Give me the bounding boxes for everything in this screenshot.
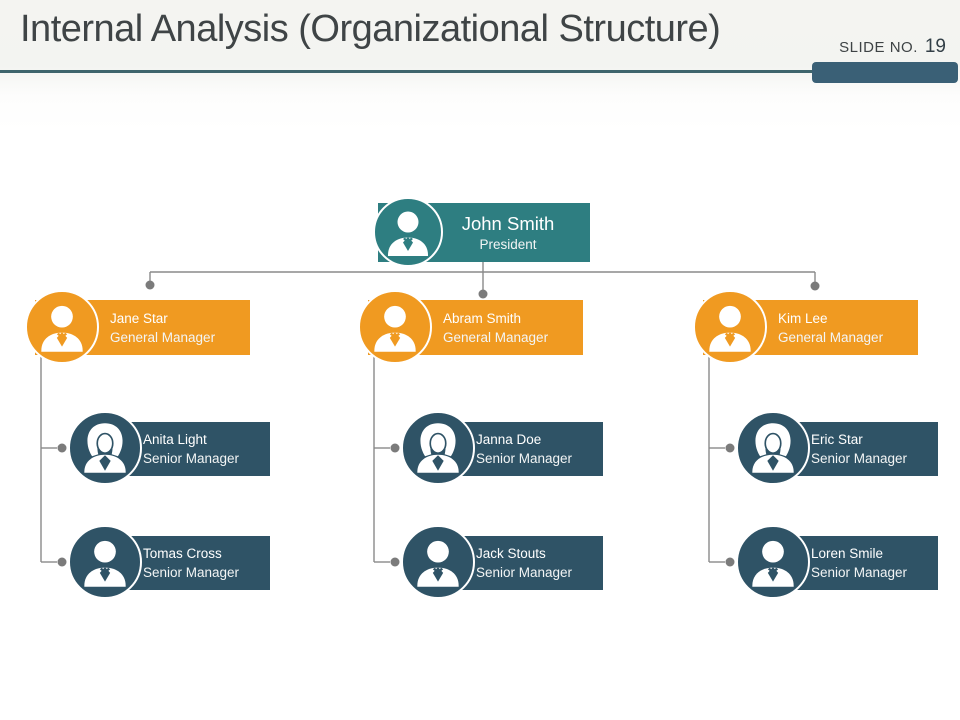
person-name: Kim Lee (778, 310, 828, 326)
person-name: Eric Star (811, 432, 863, 447)
female-person-icon (751, 422, 795, 474)
org-node-senior-manager-3-2[interactable]: Loren Smile Senior Manager (736, 525, 938, 599)
person-name: Jane Star (110, 310, 168, 326)
avatar (373, 197, 443, 267)
person-name: Loren Smile (811, 546, 884, 561)
avatar (736, 411, 810, 485)
slide-number-value: 19 (924, 36, 946, 57)
male-person-icon (41, 305, 83, 352)
male-person-icon (84, 540, 126, 587)
male-person-icon (709, 305, 751, 352)
avatar (68, 525, 142, 599)
person-role: Senior Manager (811, 451, 908, 466)
avatar (68, 411, 142, 485)
avatar (25, 290, 99, 364)
org-node-general-manager-1[interactable]: Jane Star General Manager (25, 290, 250, 364)
page-title: Internal Analysis (Organizational Struct… (20, 8, 721, 50)
male-person-icon (752, 540, 794, 587)
person-role: Senior Manager (476, 451, 573, 466)
avatar (693, 290, 767, 364)
person-role: Senior Manager (143, 451, 240, 466)
person-name: Anita Light (143, 432, 207, 447)
slide-number: SLIDE NO. 19 (839, 36, 946, 58)
female-person-icon (83, 422, 127, 474)
person-name: Janna Doe (476, 432, 542, 447)
avatar (358, 290, 432, 364)
org-node-general-manager-2[interactable]: Abram Smith General Manager (358, 290, 583, 364)
person-role: General Manager (778, 329, 884, 345)
person-role: President (479, 237, 537, 252)
org-node-senior-manager-2-2[interactable]: Jack Stouts Senior Manager (401, 525, 603, 599)
avatar (401, 411, 475, 485)
avatar (401, 525, 475, 599)
person-name: Tomas Cross (143, 546, 222, 561)
divider-line (0, 70, 813, 73)
avatar (736, 525, 810, 599)
female-person-icon (416, 422, 460, 474)
male-person-icon (388, 211, 428, 256)
org-node-senior-manager-1-1[interactable]: Anita Light Senior Manager (68, 411, 270, 485)
male-person-icon (374, 305, 416, 352)
person-role: General Manager (443, 329, 549, 345)
org-node-president[interactable]: John Smith President (373, 197, 590, 267)
person-role: Senior Manager (143, 565, 240, 580)
org-node-general-manager-3[interactable]: Kim Lee General Manager (693, 290, 918, 364)
slide-number-label: SLIDE NO. (839, 39, 918, 56)
org-node-senior-manager-2-1[interactable]: Janna Doe Senior Manager (401, 411, 603, 485)
person-name: Abram Smith (443, 310, 522, 326)
person-role: General Manager (110, 329, 216, 345)
org-node-senior-manager-1-2[interactable]: Tomas Cross Senior Manager (68, 525, 270, 599)
divider-accent-tab (812, 62, 958, 83)
person-name: Jack Stouts (476, 546, 546, 561)
person-name: John Smith (461, 213, 555, 234)
male-person-icon (417, 540, 459, 587)
org-node-senior-manager-3-1[interactable]: Eric Star Senior Manager (736, 411, 938, 485)
person-role: Senior Manager (811, 565, 908, 580)
person-role: Senior Manager (476, 565, 573, 580)
